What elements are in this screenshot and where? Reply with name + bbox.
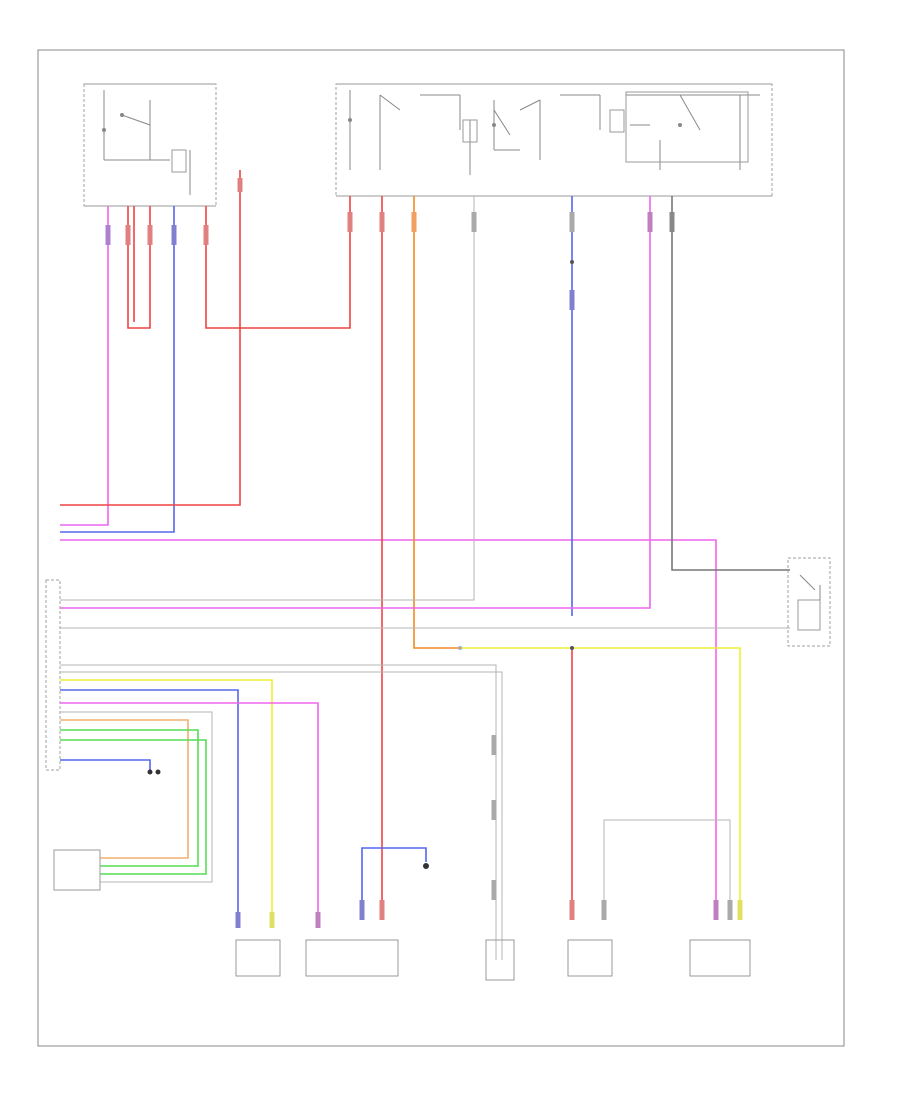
- wire-red-top: [60, 170, 241, 506]
- wires-right-box: [60, 196, 790, 920]
- wire-blue-short: [60, 759, 151, 772]
- diagram-frame: [37, 49, 845, 1047]
- bottom-4: [567, 819, 731, 977]
- wire-red-a: [127, 206, 151, 329]
- wire-light-orange: [60, 719, 189, 859]
- wire-red-link: [205, 196, 351, 329]
- wire-green-b: [60, 739, 207, 875]
- wire-green-a: [60, 729, 199, 867]
- wires-left-box: [60, 170, 717, 920]
- wire-pink-long: [60, 539, 717, 920]
- relay-right: [787, 557, 831, 647]
- wire-orange: [413, 196, 460, 649]
- wire-pink-left: [60, 206, 109, 526]
- wire-pink-right: [60, 196, 651, 609]
- bottom-1: [235, 939, 281, 977]
- sensor-left: [53, 849, 101, 891]
- bottom-5: [689, 939, 751, 977]
- control-module-left: [45, 579, 503, 960]
- wire-light-c: [60, 711, 213, 883]
- wire-blue-module: [60, 689, 239, 920]
- wire-grey-right: [671, 196, 790, 571]
- wire-grey-module: [60, 664, 497, 960]
- wire-yellow: [460, 647, 741, 920]
- wire-light-grey: [60, 196, 475, 601]
- connector-stubs: [105, 178, 743, 928]
- bottom-3: [485, 939, 515, 981]
- wire-blue-ground: [361, 847, 427, 920]
- wire-yellow-module: [60, 679, 273, 920]
- wire-light-module: [60, 671, 503, 960]
- wire-pink-module: [60, 702, 319, 920]
- bottom-2: [305, 847, 429, 977]
- junction-dots: [458, 260, 574, 650]
- fuse-box-left: [83, 83, 217, 207]
- fuse-box-right: [335, 83, 773, 197]
- wire-blue-left: [60, 206, 175, 533]
